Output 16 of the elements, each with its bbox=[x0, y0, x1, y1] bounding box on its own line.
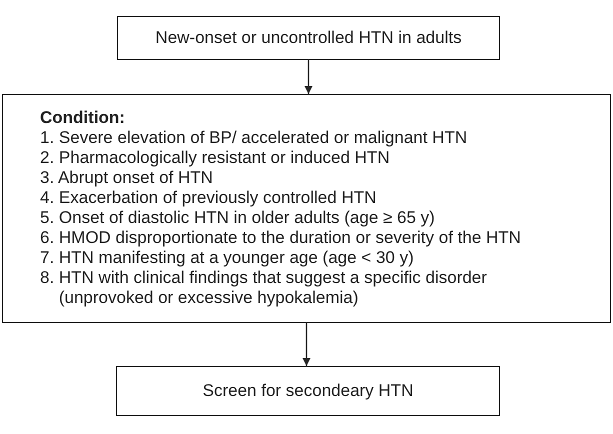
condition-item: 8. HTN with clinical findings that suggest a specific disorder (unprovoked or excessive hypokalemia) bbox=[40, 268, 488, 308]
step-text: Screen for secondeary HTN bbox=[202, 381, 414, 401]
arrow bbox=[302, 323, 310, 366]
process-box bbox=[2, 94, 611, 323]
condition-heading: Condition: bbox=[40, 108, 125, 128]
condition-item: 1. Severe elevation of BP/ accelerated or malignant HTN bbox=[40, 128, 468, 148]
condition-item: 6. HMOD disproportionate to the duration or severity of the HTN bbox=[40, 228, 521, 248]
condition-item: 3. Abrupt onset of HTN bbox=[40, 168, 213, 188]
arrow bbox=[304, 60, 312, 94]
process-box bbox=[116, 366, 500, 416]
condition-item: 4. Exacerbation of previously controlled HTN bbox=[40, 188, 376, 208]
process-box bbox=[117, 16, 500, 60]
condition-item: 2. Pharmacologically resistant or induced HTN bbox=[40, 148, 390, 168]
step-text: New-onset or uncontrolled HTN in adults bbox=[155, 28, 462, 48]
condition-item: 7. HTN manifesting at a younger age (age < 30 y) bbox=[40, 248, 414, 268]
condition-item: 5. Onset of diastolic HTN in older adults (age ≥ 65 y) bbox=[40, 208, 435, 228]
